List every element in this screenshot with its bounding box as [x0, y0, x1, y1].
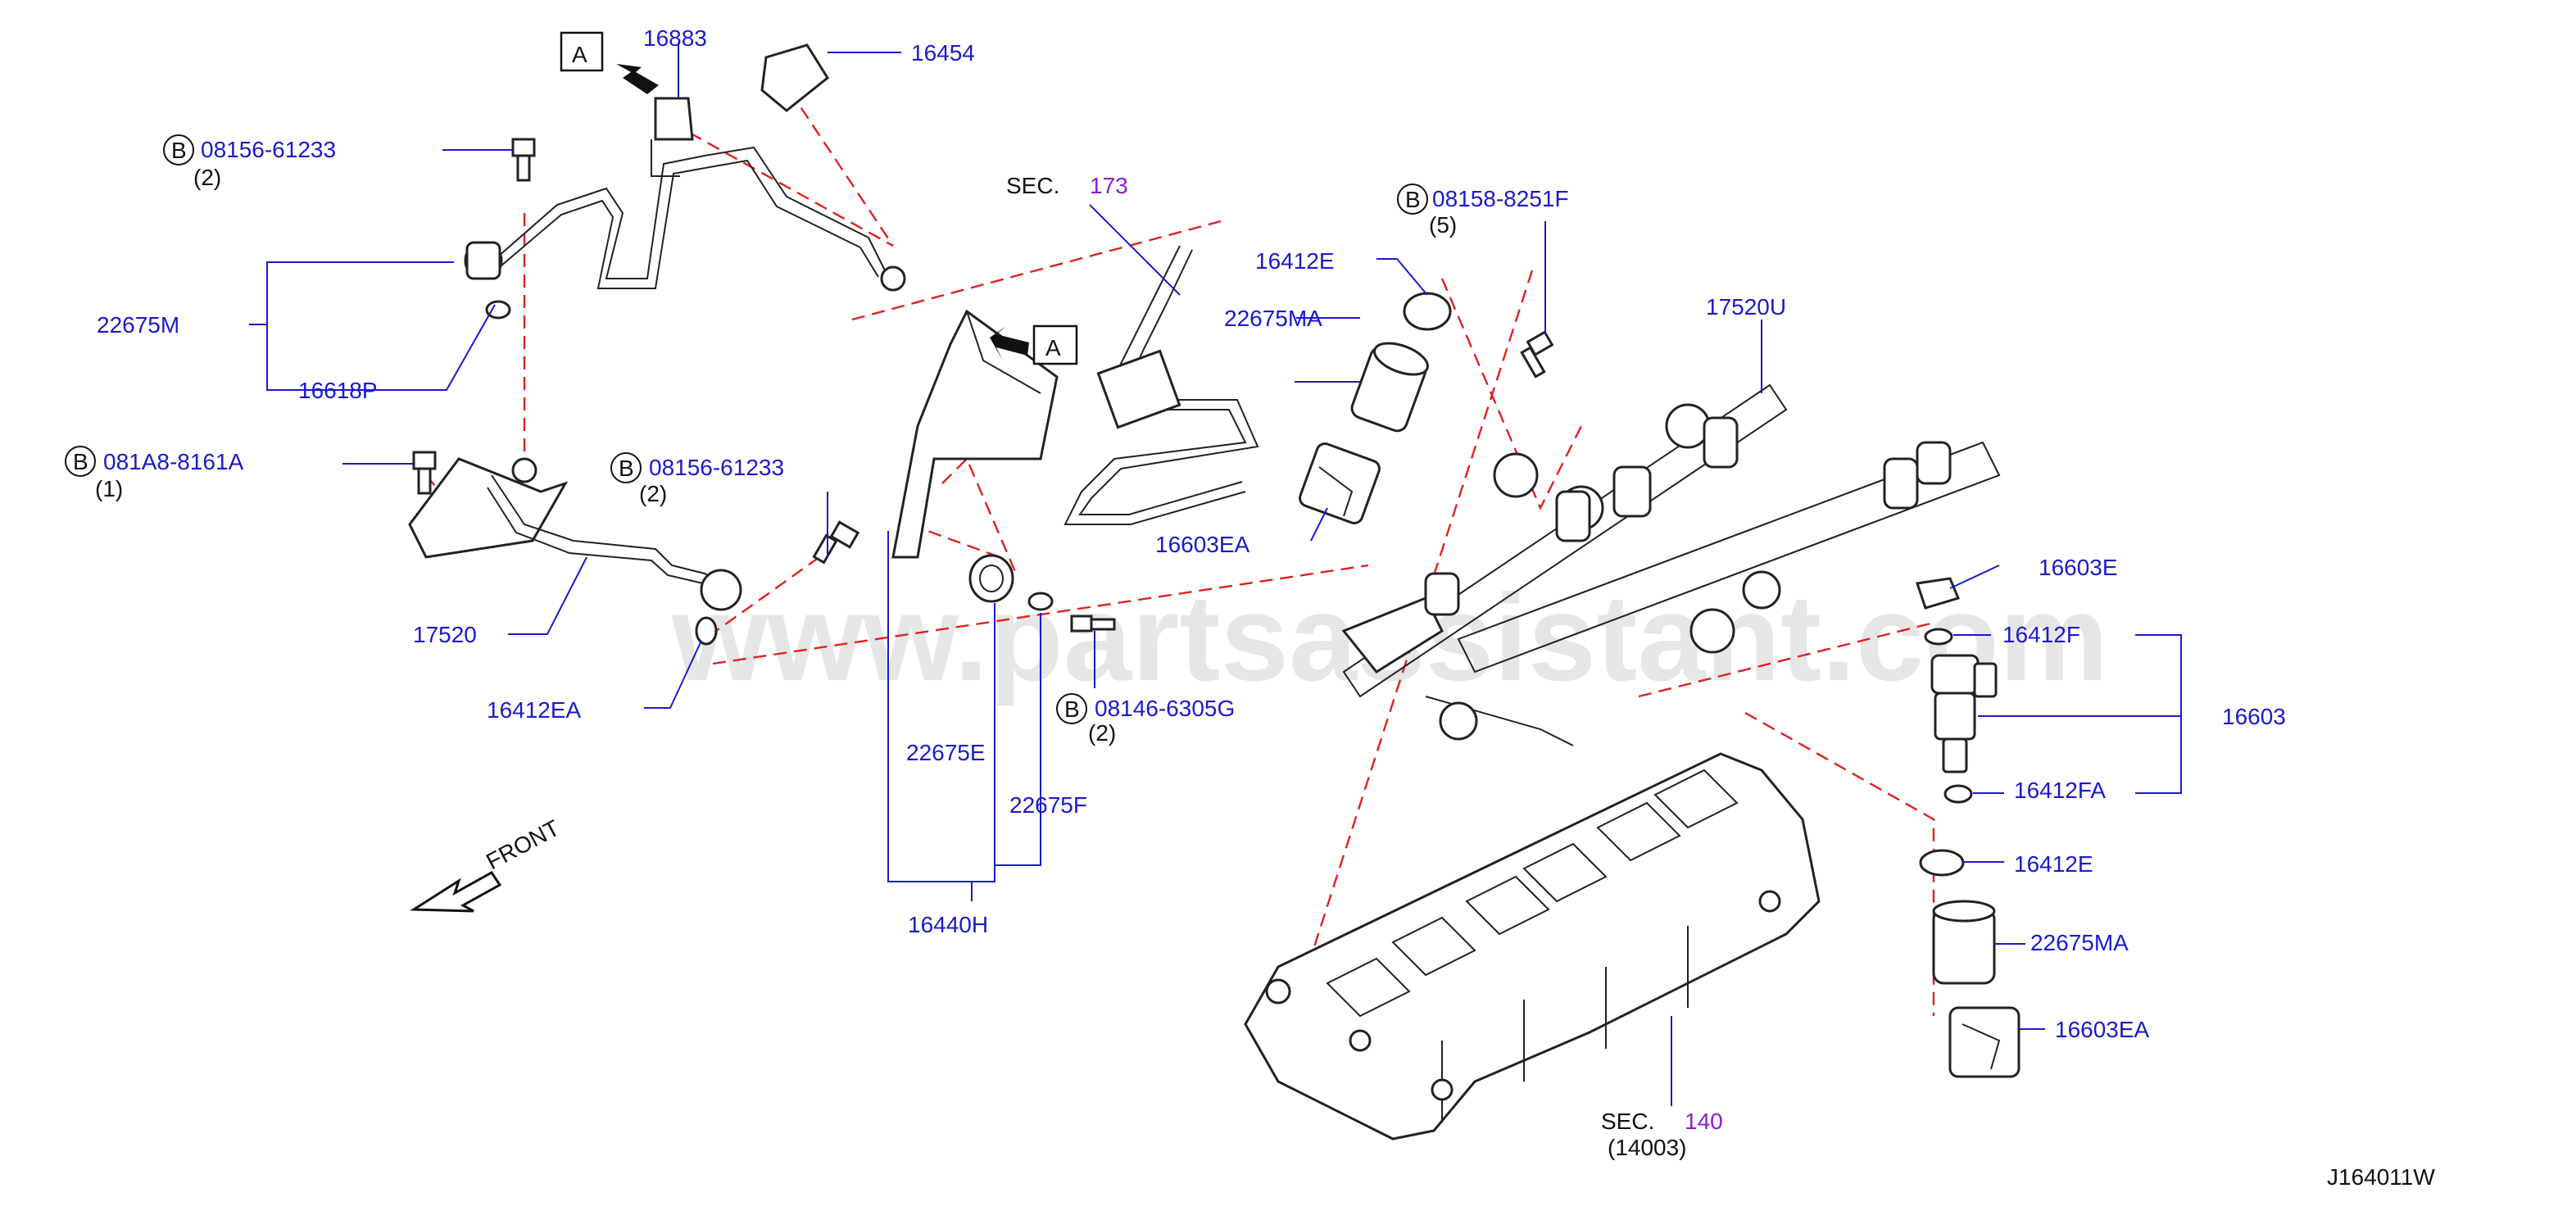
- label-16412FA: 16412FA: [2014, 778, 2106, 803]
- bolt-08158: [1520, 330, 1554, 379]
- label-17520U: 17520U: [1706, 294, 1786, 320]
- seal-16412E-right: [1919, 849, 1965, 877]
- label-16618P: 16618P: [298, 378, 378, 403]
- o-ring-16618P: [485, 300, 511, 320]
- label-08146-6305G: 08146-6305G: [1095, 696, 1235, 721]
- sec-173-prefix: SEC.: [1006, 173, 1059, 198]
- fuel-tube-upper: [464, 146, 906, 292]
- clamp-16454: [760, 43, 829, 112]
- front-arrow-icon: [410, 871, 502, 913]
- front-indicator: FRONT: [410, 815, 564, 913]
- seal-16412E-top: [1403, 292, 1452, 331]
- washer-22675F: [1027, 592, 1054, 611]
- label-22675MA-right: 22675MA: [2030, 930, 2129, 955]
- sec-140-number: 140: [1685, 1109, 1723, 1134]
- label-22675MA-top: 22675MA: [1224, 306, 1322, 331]
- qty-08158: (5): [1429, 212, 1457, 238]
- sec-140-prefix: SEC.: [1601, 1109, 1654, 1134]
- o-ring-16412FA: [1943, 784, 1973, 804]
- label-08156-61233-top: 08156-61233: [201, 137, 336, 162]
- clip-16603EA-right: [1948, 1006, 2020, 1078]
- label-08156-61233-mid: 08156-61233: [649, 455, 784, 480]
- part-labels: 16883 16454 08156-61233 (2) 22675M 16618…: [95, 25, 2435, 1190]
- grommet-22675E: [968, 554, 1014, 603]
- insulator-22675MA-top: [1350, 342, 1429, 433]
- bolt-markers: B B B B B: [65, 134, 1428, 724]
- bolt-top: [511, 138, 536, 182]
- view-a-label: A: [1045, 335, 1061, 361]
- clip-16883: [651, 97, 694, 177]
- qty-top: (2): [193, 165, 221, 190]
- label-22675F: 22675F: [1009, 792, 1087, 818]
- qty-mid: (2): [639, 481, 667, 506]
- view-a-marker-mid: A: [990, 324, 1078, 365]
- label-16603: 16603: [2222, 704, 2286, 729]
- view-a-marker-top: A: [560, 31, 659, 94]
- b-marker: B: [1064, 696, 1080, 722]
- intake-manifold: [1244, 752, 1821, 1141]
- label-16883: 16883: [643, 25, 707, 51]
- view-arrow-icon: [616, 64, 659, 94]
- label-16412EA: 16412EA: [487, 697, 582, 723]
- bolt-08156-mid: [812, 520, 860, 565]
- bolt-08146: [1070, 615, 1116, 633]
- fuel-rail-17520U: [1341, 383, 2001, 746]
- injector-16603: [1930, 654, 1998, 773]
- b-marker: B: [619, 456, 634, 481]
- clip-16603E: [1916, 577, 1961, 610]
- clip-16603EA-top: [1299, 442, 1381, 524]
- o-ring-16412F: [1924, 628, 1953, 646]
- label-16603E: 16603E: [2039, 555, 2118, 580]
- insulator-22675MA-right: [1932, 900, 1996, 985]
- bracket-16440H: [891, 309, 1059, 559]
- fuel-hose-assembly: [1064, 245, 1259, 525]
- label-08158-8251F: 08158-8251F: [1432, 186, 1569, 211]
- o-ring-16412EA: [695, 616, 718, 646]
- b-marker: B: [171, 138, 187, 163]
- qty-08146: (2): [1088, 720, 1116, 746]
- front-label: FRONT: [482, 815, 564, 875]
- b-marker: B: [1405, 187, 1421, 212]
- label-16440H: 16440H: [908, 912, 988, 937]
- qty-081A8: (1): [95, 476, 123, 501]
- fuel-tube-17520: [408, 457, 742, 611]
- sec-173-number: 173: [1090, 173, 1128, 198]
- label-22675E: 22675E: [906, 740, 986, 765]
- label-14003: (14003): [1608, 1135, 1687, 1160]
- label-22675M: 22675M: [97, 312, 179, 338]
- label-16412E-right: 16412E: [2014, 851, 2093, 877]
- label-16603EA-top: 16603EA: [1155, 532, 1250, 557]
- label-16603EA-right: 16603EA: [2055, 1017, 2150, 1042]
- diagram-code: J164011W: [2327, 1164, 2435, 1190]
- b-marker: B: [73, 449, 88, 474]
- view-a-label: A: [572, 42, 587, 67]
- leader-lines: [249, 43, 2182, 1106]
- bolt-081A8: [412, 451, 437, 495]
- label-17520: 17520: [413, 622, 477, 647]
- label-081A8-8161A: 081A8-8161A: [103, 449, 244, 474]
- label-16412F: 16412F: [2002, 622, 2080, 647]
- label-16412E-top: 16412E: [1255, 248, 1335, 274]
- label-16454: 16454: [911, 40, 975, 66]
- view-arrow-icon: [990, 326, 1029, 361]
